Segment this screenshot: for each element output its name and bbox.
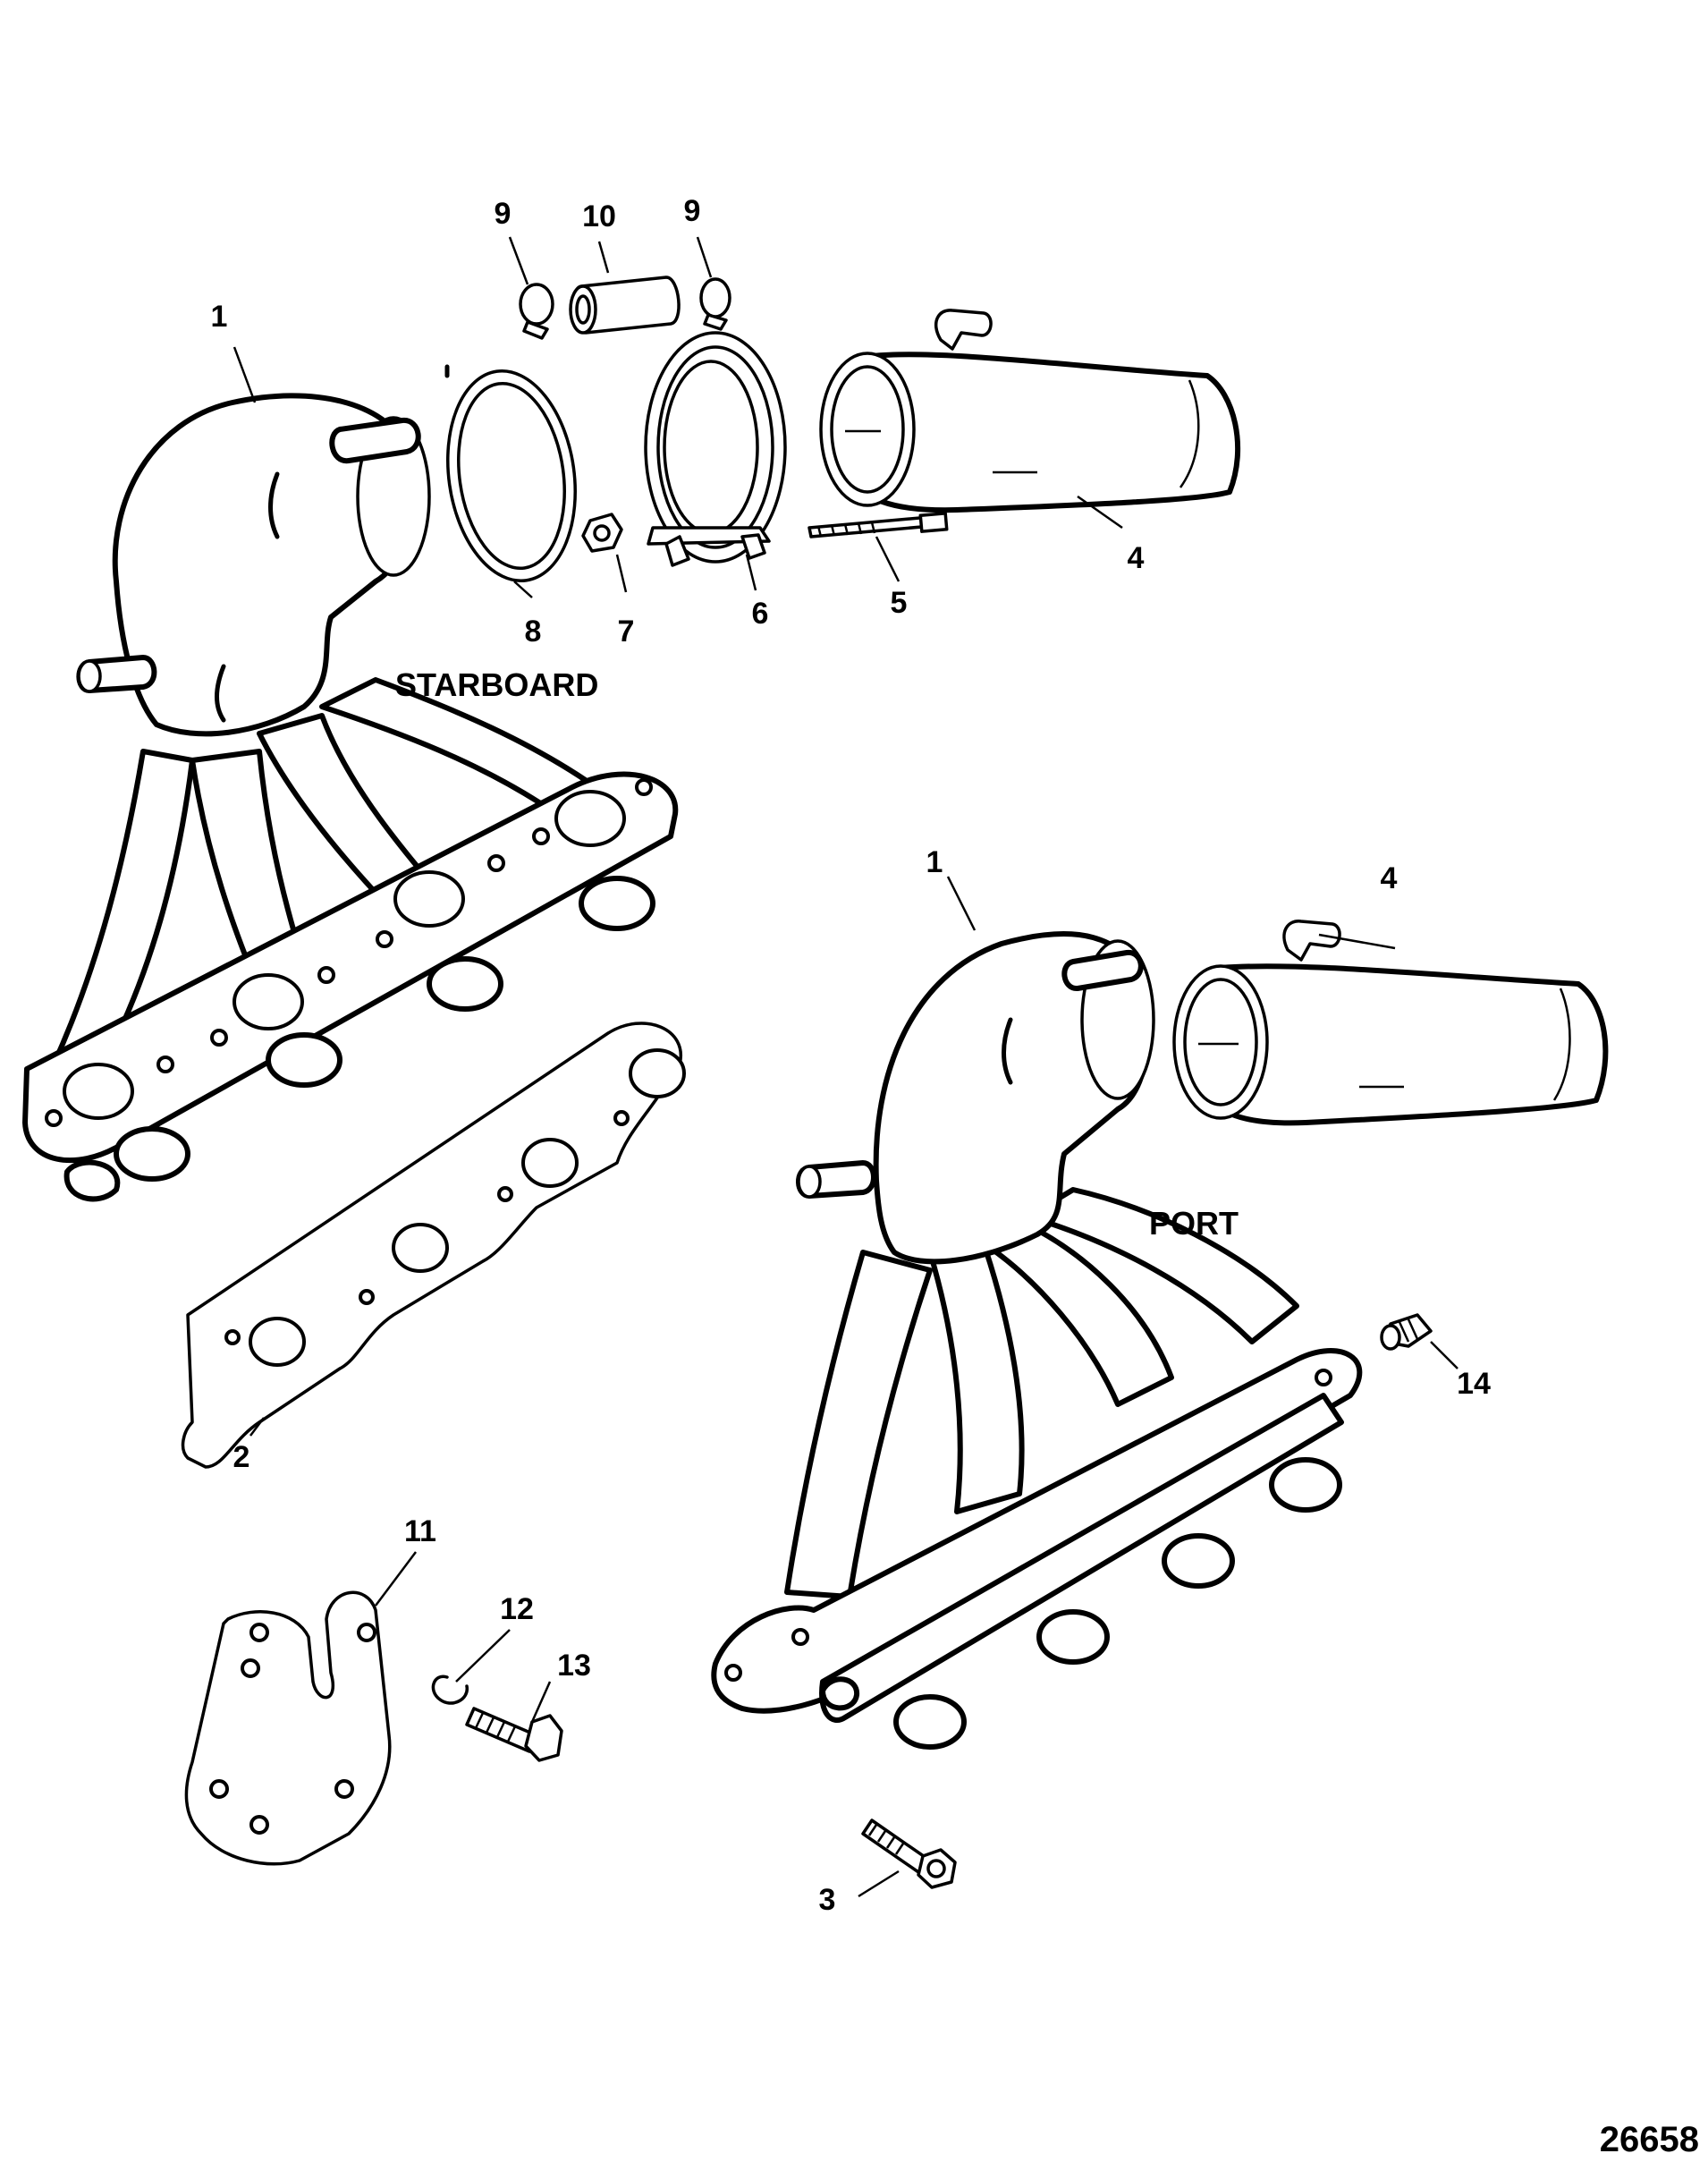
nut	[581, 513, 623, 553]
callout-13: 13	[557, 1649, 591, 1683]
lock-washer	[431, 1674, 469, 1705]
callout-1-starboard: 1	[211, 300, 228, 334]
manifold-bolt	[861, 1819, 957, 1889]
callout-3: 3	[819, 1883, 836, 1917]
callout-4-starboard: 4	[1128, 541, 1145, 575]
callout-10: 10	[582, 199, 616, 233]
port-exhaust-manifold	[711, 931, 1363, 1750]
callout-9-right: 9	[684, 194, 701, 228]
leader-lines	[233, 236, 1459, 1898]
callout-2: 2	[233, 1440, 250, 1474]
port-label: PORT	[1149, 1205, 1239, 1242]
exhaust-pipe-starboard	[819, 309, 1241, 513]
callout-6: 6	[752, 597, 769, 631]
callout-1-port: 1	[926, 845, 943, 879]
hose-clamp-right	[699, 277, 731, 331]
sealing-ring	[446, 369, 577, 583]
callout-14: 14	[1457, 1367, 1491, 1401]
callout-4-port: 4	[1381, 861, 1398, 895]
exhaust-pipe-port	[1172, 920, 1609, 1126]
starboard-label: STARBOARD	[395, 666, 598, 703]
lifting-bracket	[184, 1590, 392, 1866]
callout-7: 7	[618, 615, 635, 649]
hose-clamp-left	[519, 283, 554, 340]
part-callouts: 1 1 2 3 4 4 5 6 7 8 9 10 9 11 12 13 14 S…	[211, 194, 1699, 2159]
callout-8: 8	[525, 615, 542, 649]
drain-plug	[1380, 1313, 1433, 1351]
stud	[807, 512, 949, 538]
callout-11: 11	[404, 1514, 436, 1548]
v-band-clamp	[644, 331, 787, 567]
coolant-hose	[569, 276, 681, 335]
starboard-exhaust-manifold	[22, 364, 679, 1202]
callout-12: 12	[500, 1592, 534, 1626]
callout-9-left: 9	[495, 197, 512, 231]
figure-number: 26658	[1600, 2120, 1699, 2159]
callout-5: 5	[891, 586, 908, 620]
manifold-gasket	[181, 1022, 686, 1469]
bracket-bolt	[465, 1707, 563, 1762]
